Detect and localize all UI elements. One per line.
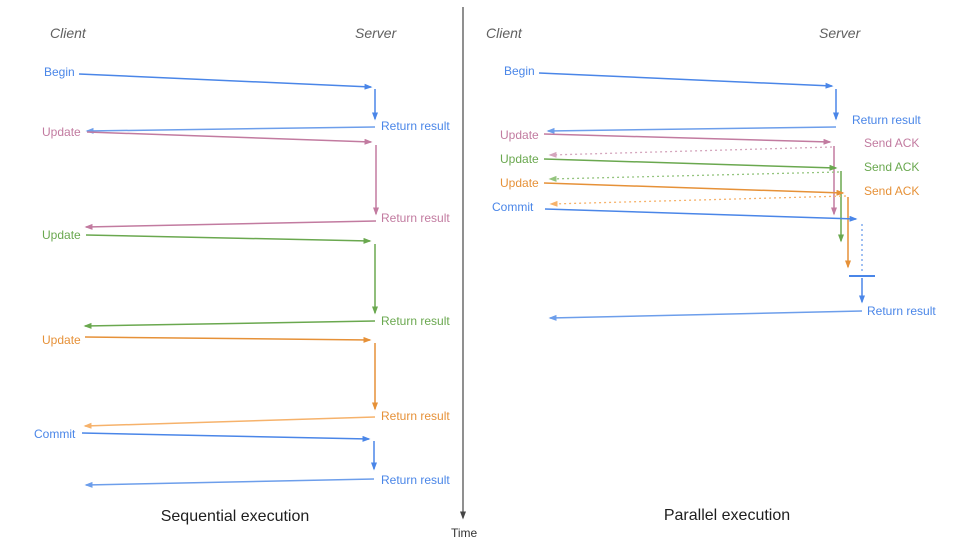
request-arrow	[84, 336, 372, 343]
response-label: Return result	[381, 314, 450, 328]
response-label: Return result	[381, 211, 450, 225]
right-row-commit: Commit Return result	[492, 200, 936, 321]
request-label: Begin	[44, 65, 75, 79]
right-server-header: Server	[819, 25, 862, 41]
ack-arrow	[549, 195, 847, 207]
right-row-update-1: Update Send ACK	[500, 128, 919, 216]
right-panel-caption: Parallel execution	[664, 507, 790, 524]
request-label: Commit	[34, 427, 76, 441]
ack-label: Send ACK	[864, 160, 919, 174]
request-label: Commit	[492, 200, 534, 214]
right-row-update-2: Update Send ACK	[500, 152, 919, 243]
response-arrow	[84, 220, 377, 230]
request-arrow	[543, 158, 838, 171]
request-label: Update	[500, 176, 539, 190]
time-axis-label: Time	[451, 526, 478, 540]
left-row-commit: Commit Return result	[34, 427, 450, 488]
request-arrow	[538, 72, 834, 89]
left-panel-caption: Sequential execution	[161, 508, 310, 525]
time-axis: Time	[451, 7, 478, 540]
response-arrow	[83, 416, 376, 429]
response-label: Return result	[381, 473, 450, 487]
response-arrow	[85, 126, 376, 134]
request-arrow	[543, 182, 845, 196]
request-label: Update	[42, 125, 81, 139]
right-row-begin: Begin Return result	[504, 64, 921, 134]
ack-arrow	[548, 171, 840, 182]
request-label: Update	[500, 152, 539, 166]
left-server-header: Server	[355, 25, 398, 41]
left-panel: Client Server Begin Return result Update…	[34, 25, 450, 525]
right-client-header: Client	[486, 25, 523, 41]
response-label: Return result	[381, 119, 450, 133]
request-arrow	[86, 131, 373, 145]
left-row-update-3: Update Return result	[42, 333, 450, 429]
request-label: Update	[42, 228, 81, 242]
right-panel: Client Server Begin Return result Update…	[486, 25, 936, 524]
request-arrow	[81, 432, 371, 442]
response-arrow	[546, 126, 837, 134]
ack-label: Send ACK	[864, 184, 919, 198]
request-label: Begin	[504, 64, 535, 78]
response-label: Return result	[852, 113, 921, 127]
right-row-update-3: Update Send ACK	[500, 176, 919, 269]
left-row-update-1: Update Return result	[42, 125, 450, 230]
ack-label: Send ACK	[864, 136, 919, 150]
left-row-begin: Begin Return result	[44, 65, 450, 134]
response-arrow	[548, 310, 863, 321]
left-row-update-2: Update Return result	[42, 228, 450, 329]
ack-arrow	[548, 146, 833, 158]
request-label: Update	[500, 128, 539, 142]
request-arrow	[78, 73, 373, 90]
request-arrow	[543, 133, 832, 145]
left-client-header: Client	[50, 25, 87, 41]
response-arrow	[84, 478, 375, 488]
request-arrow	[544, 208, 858, 222]
response-label: Return result	[867, 304, 936, 318]
response-arrow	[83, 320, 376, 329]
request-label: Update	[42, 333, 81, 347]
request-arrow	[85, 234, 372, 244]
response-label: Return result	[381, 409, 450, 423]
